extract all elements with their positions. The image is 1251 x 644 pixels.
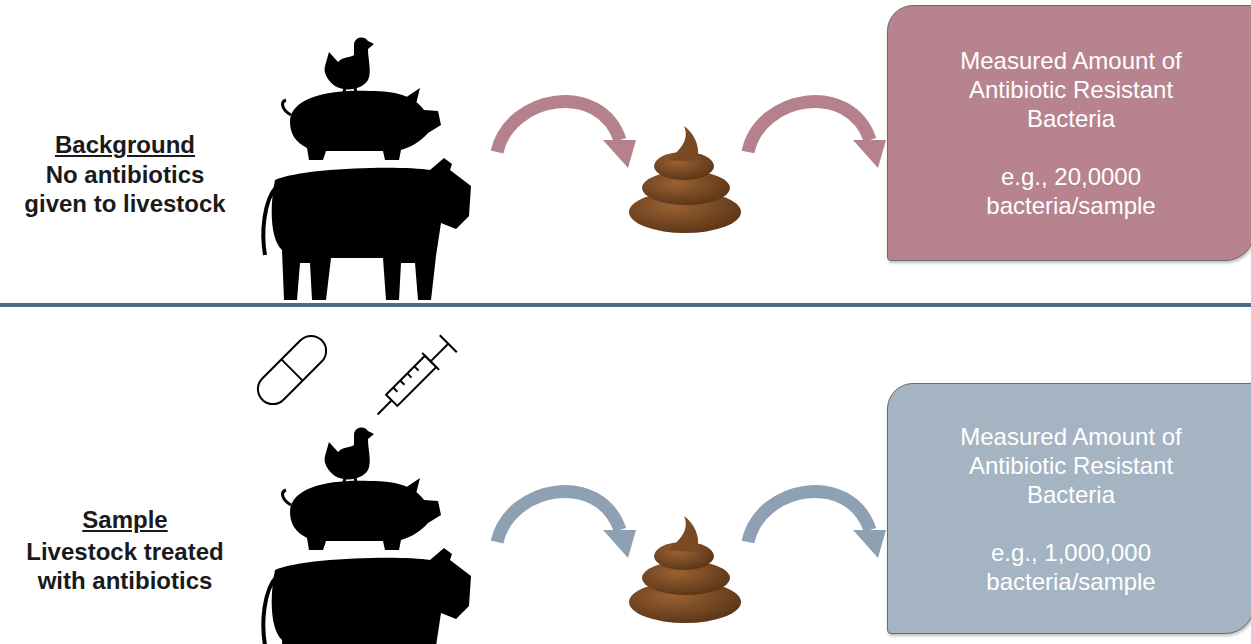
- pig-tail: [283, 100, 291, 115]
- box-value: e.g., 1,000,000 bacteria/sample: [936, 538, 1206, 596]
- manure-pile: [629, 126, 741, 233]
- cow-tail: [263, 186, 277, 255]
- pig-tail: [283, 490, 291, 505]
- cow-silhouette: [272, 548, 471, 644]
- sample-row-art: [263, 428, 886, 644]
- row-description: Livestock treated with antibiotics: [20, 537, 230, 595]
- process-arrow: [748, 492, 886, 558]
- chicken-silhouette: [325, 38, 374, 90]
- result-box: Measured Amount of Antibiotic Resistant …: [887, 5, 1251, 261]
- syringe-icon: [369, 335, 457, 423]
- box-heading: Measured Amount of Antibiotic Resistant …: [936, 46, 1206, 133]
- cow-silhouette: [272, 158, 471, 300]
- divider-line: [0, 303, 1251, 307]
- row-description: No antibiotics given to livestock: [20, 160, 230, 218]
- box-heading: Measured Amount of Antibiotic Resistant …: [936, 422, 1206, 509]
- box-value: e.g., 20,0000 bacteria/sample: [936, 162, 1206, 220]
- livestock-silhouette: [263, 38, 471, 300]
- pig-silhouette: [290, 478, 441, 550]
- process-arrow: [497, 492, 636, 558]
- livestock-silhouette: [263, 428, 471, 644]
- result-box: Measured Amount of Antibiotic Resistant …: [887, 383, 1251, 634]
- cow-tail: [263, 576, 277, 644]
- background-row-art: [263, 38, 886, 300]
- manure-pile: [629, 516, 741, 623]
- process-arrow: [497, 102, 636, 168]
- pig-silhouette: [290, 88, 441, 160]
- pill-icon: [252, 330, 333, 411]
- chicken-silhouette: [325, 428, 374, 480]
- row-heading: Sample: [20, 505, 230, 534]
- row-heading: Background: [20, 130, 230, 159]
- process-arrow: [748, 102, 886, 168]
